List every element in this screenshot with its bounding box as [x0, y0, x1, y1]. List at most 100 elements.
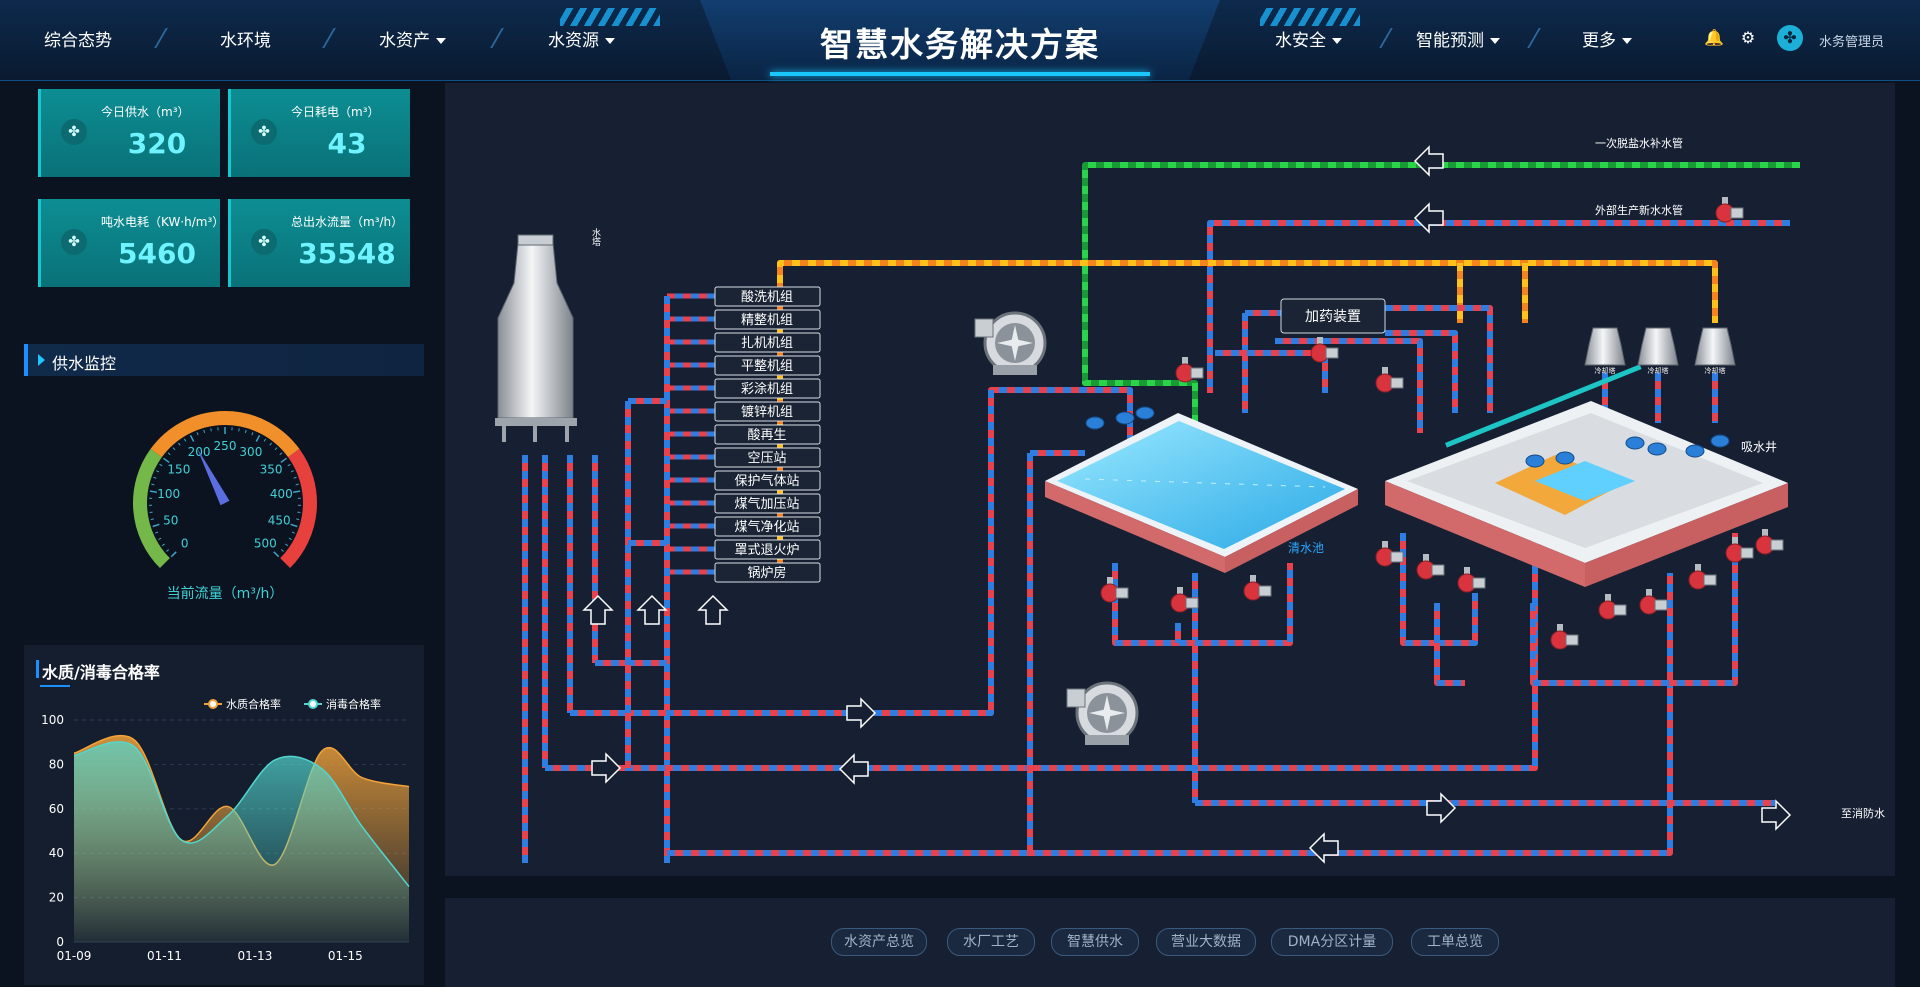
y-tick-label: 0 [56, 935, 64, 949]
process-unit-label: 罩式退火炉 [734, 543, 799, 558]
kpi-card-daily-supply: ✤ 今日供水（m³） 320 [38, 89, 220, 177]
tab-dma-metering[interactable]: DMA分区计量 [1271, 928, 1393, 956]
gauge-tick-label: 450 [268, 514, 291, 528]
valve-icon[interactable] [1598, 594, 1627, 620]
nav-water-resources-label: 水资源 [548, 31, 599, 51]
external-pipe-label: 外部生产新水水管 [1595, 203, 1683, 217]
pipe-dash [1434, 603, 1465, 686]
process-unit-box[interactable] [714, 539, 821, 560]
pipe [1082, 162, 1800, 333]
process-unit-box[interactable] [714, 493, 821, 514]
tab-water-assets-overview[interactable]: 水资产总览 [831, 928, 927, 956]
process-unit-box[interactable] [714, 447, 821, 468]
cooling-tower: 冷却塔 [1584, 327, 1626, 375]
valve-icon[interactable] [1457, 567, 1486, 593]
process-unit-box[interactable] [714, 286, 821, 307]
fan-icon: ✤ [251, 119, 277, 145]
gauge-tick [288, 537, 292, 541]
valve-icon[interactable] [1715, 197, 1744, 223]
valve-icon[interactable] [1416, 554, 1445, 580]
valve-icon[interactable] [1688, 564, 1717, 590]
process-unit-label: 保护气体站 [734, 473, 799, 489]
gauge-tick-label: 350 [260, 462, 283, 476]
valve-icon[interactable] [1639, 589, 1668, 615]
nav-water-resources[interactable]: 水资源 [548, 26, 615, 51]
gauge-tick [170, 551, 177, 558]
valve-icon[interactable] [1550, 624, 1579, 650]
avatar[interactable]: ✤ [1777, 25, 1803, 51]
flow-arrow [846, 697, 877, 729]
pump-icon [1555, 451, 1575, 465]
fan-icon: ✤ [61, 229, 87, 255]
pump-icon [1115, 411, 1135, 425]
tab-work-orders[interactable]: 工单总览 [1411, 928, 1499, 956]
dosing-device-box[interactable] [1280, 298, 1386, 334]
chevron-down-icon [1622, 38, 1632, 44]
valve-icon[interactable] [1175, 357, 1204, 383]
page-title: 智慧水务解决方案 [820, 25, 1100, 64]
tab-smart-supply[interactable]: 智慧供水 [1051, 928, 1139, 956]
process-unit-label: 空压站 [747, 451, 786, 466]
gauge-tick [274, 447, 278, 451]
title-underline [770, 72, 1150, 76]
process-unit-box[interactable] [714, 401, 821, 422]
dosing-device-label: 加药装置 [1305, 309, 1361, 325]
nav-overview[interactable]: 综合态势 [44, 26, 112, 51]
flow-arrow [591, 752, 622, 784]
nav-separator [1379, 28, 1393, 48]
nav-more[interactable]: 更多 [1582, 26, 1632, 51]
valve-icon[interactable] [1725, 537, 1754, 563]
pipe-dash [1207, 220, 1790, 393]
nav-smart-forecast[interactable]: 智能预测 [1416, 26, 1500, 51]
process-unit-box[interactable] [714, 378, 821, 399]
valve-icon[interactable] [1375, 367, 1404, 393]
valve-icon[interactable] [1755, 529, 1784, 555]
gear-icon[interactable]: ⚙ [1740, 28, 1756, 47]
kpi-value: 43 [327, 127, 367, 160]
tab-plant-process[interactable]: 水厂工艺 [947, 928, 1035, 956]
process-unit-box[interactable] [714, 309, 821, 330]
cooling-tower-label: 冷却塔 [1595, 366, 1616, 375]
valve-icon[interactable] [1310, 337, 1339, 363]
process-unit-box[interactable] [714, 470, 821, 491]
gauge-tick [293, 490, 301, 493]
legend-marker [308, 699, 318, 709]
pipe [1215, 350, 1328, 393]
nav-water-assets[interactable]: 水资产 [379, 26, 446, 51]
tab-business-bigdata[interactable]: 营业大数据 [1156, 928, 1256, 956]
fan-icon [1066, 681, 1139, 745]
gauge-tick [285, 543, 289, 547]
process-unit-box[interactable] [714, 332, 821, 353]
pipe-dash [1385, 330, 1458, 413]
chevron-down-icon [605, 38, 615, 44]
kpi-label: 吨水电耗（KW·h/m³） [101, 215, 225, 229]
gauge-needle [196, 447, 230, 506]
gauge-tick [263, 438, 267, 442]
pipe-dash [777, 260, 1718, 443]
gauge-ticks [149, 427, 301, 558]
process-unit-box[interactable] [714, 562, 821, 583]
valve-icon[interactable] [1170, 587, 1199, 613]
y-tick-label: 100 [41, 713, 64, 727]
process-unit-box[interactable] [714, 516, 821, 537]
nav-water-safety-label: 水安全 [1275, 31, 1326, 51]
valve-icon[interactable] [1375, 541, 1404, 567]
valve-icon[interactable] [1243, 575, 1272, 601]
valve-icon[interactable] [1100, 577, 1129, 603]
cooling-tower: 冷却塔 [1637, 327, 1679, 375]
gauge-tick [287, 463, 291, 467]
nav-water-env[interactable]: 水环境 [220, 26, 271, 51]
kpi-label: 今日耗电（m³） [291, 105, 380, 119]
legend-label: 消毒合格率 [326, 697, 381, 711]
top-nav-bar: 综合态势 水环境 水资产 水资源 智慧水务解决方案 水安全 智能预测 更多 🔔 … [0, 0, 1920, 81]
flow-arrow [1413, 145, 1444, 177]
pump-icon [1135, 406, 1155, 420]
pump-icon [1625, 436, 1645, 450]
process-unit-label: 煤气加压站 [734, 496, 799, 512]
user-name[interactable]: 水务管理员 [1819, 35, 1885, 50]
bell-icon[interactable]: 🔔 [1704, 28, 1724, 47]
triangle-icon [38, 354, 45, 366]
nav-water-safety[interactable]: 水安全 [1275, 26, 1342, 51]
process-unit-box[interactable] [714, 355, 821, 376]
process-unit-box[interactable] [714, 424, 821, 445]
